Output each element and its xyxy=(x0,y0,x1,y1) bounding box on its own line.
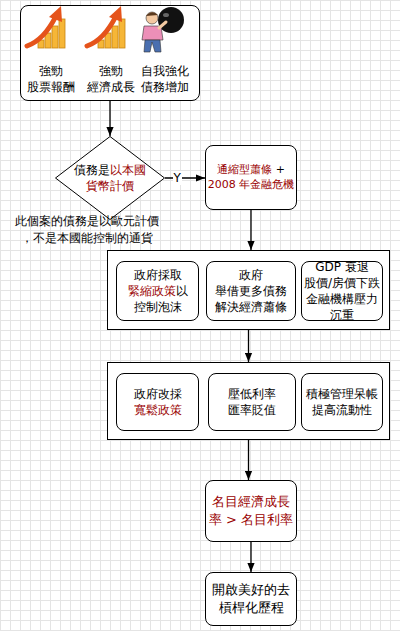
text-segment: 名目經濟成長 率 > 名目利率 xyxy=(209,494,293,527)
process-box: 政府採取 緊縮政策以 控制泡沫 xyxy=(116,261,199,321)
person-legs xyxy=(144,40,161,52)
node-text: 政府改採 寬鬆政策 xyxy=(119,386,197,418)
arrow-connector xyxy=(250,542,251,572)
arrow-connector xyxy=(248,330,249,362)
text-segment: 通縮型蕭條 xyxy=(217,163,272,176)
arrow-connector xyxy=(250,210,251,250)
person-hair xyxy=(146,12,158,16)
chart-bar xyxy=(38,40,44,48)
node-text: 自我強化 債務增加 xyxy=(134,63,196,95)
text-segment: 債務是 xyxy=(74,163,110,177)
chart-bar xyxy=(98,40,104,48)
text-segment: 政府 舉借更多債務 解決經濟蕭條 xyxy=(215,268,287,314)
ball-highlight xyxy=(163,13,169,17)
node-text: 壓低利率 匯率貶值 xyxy=(210,386,294,418)
text-segment: 政府採取 xyxy=(134,268,182,282)
process-box: 通縮型蕭條 + 2008 年金融危機 xyxy=(205,145,297,210)
chart-bar xyxy=(59,19,65,48)
note-text: 此個案的債務是以歐元計價 ，不是本國能控制的通貨 xyxy=(13,213,161,247)
process-box: 開啟美好的去 槓桿化歷程 xyxy=(205,572,297,626)
text-segment: 2008 年金融危機 xyxy=(208,178,295,191)
node-text: 積極管理呆帳 提高流動性 xyxy=(302,386,382,418)
chart-bar xyxy=(52,26,58,48)
node-text: 政府採取 緊縮政策以 控制泡沫 xyxy=(119,267,197,316)
text-segment: 自我強化 債務增加 xyxy=(141,64,189,94)
process-box: 壓低利率 匯率貶值 xyxy=(208,373,296,431)
trend-arrow-head xyxy=(109,6,122,22)
text-segment: 政府改採 xyxy=(134,387,182,401)
diamond-outline xyxy=(55,136,165,220)
group-box: 政府採取 緊縮政策以 控制泡沫政府 舉借更多債務 解決經濟蕭條 GDP 衰退 股價… xyxy=(107,250,390,330)
text-segment: GDP 衰退 股價/房價下跌 金融機構壓力 沉重 xyxy=(304,260,380,323)
process-box: 政府改採 寬鬆政策 xyxy=(116,373,199,431)
process-box: GDP 衰退 股價/房價下跌 金融機構壓力 沉重 xyxy=(301,261,383,321)
group-box: 政府改採 寬鬆政策 壓低利率 匯率貶值積極管理呆帳 提高流動性 xyxy=(107,362,390,440)
text-segment: 緊縮政策 xyxy=(128,284,176,298)
person-shirt xyxy=(142,26,163,40)
node-text: 債務是以本國 貨幣計價 xyxy=(70,162,150,194)
arrow-connector xyxy=(165,177,205,178)
chart-bar xyxy=(119,19,125,48)
node-text: GDP 衰退 股價/房價下跌 金融機構壓力 沉重 xyxy=(302,259,382,324)
arrow-connector xyxy=(109,101,110,136)
text-segment: 積極管理呆帳 提高流動性 xyxy=(306,387,378,417)
rising-chart-icon xyxy=(27,6,65,48)
trend-arrow-head xyxy=(49,6,62,22)
person-arm xyxy=(159,22,166,28)
arrow-connector xyxy=(248,440,249,480)
node-text: 強勁 經濟成長 xyxy=(83,63,139,95)
decision-diamond: 債務是以本國 貨幣計價 xyxy=(55,136,165,220)
node-text: 通縮型蕭條 + 2008 年金融危機 xyxy=(206,163,296,193)
process-box: 名目經濟成長 率 > 名目利率 xyxy=(205,480,297,542)
text-segment: 壓低利率 匯率貶值 xyxy=(228,387,276,417)
node-text: 強勁 股票報酬 xyxy=(23,63,79,95)
rising-chart-icon xyxy=(87,6,125,48)
node-text: 名目經濟成長 率 > 名目利率 xyxy=(207,493,295,528)
text-segment: 強勁 股票報酬 xyxy=(27,64,75,94)
process-box: 積極管理呆帳 提高流動性 xyxy=(301,373,383,431)
text-segment: 開啟美好的去 槓桿化歷程 xyxy=(212,582,290,615)
text-segment: 強勁 經濟成長 xyxy=(87,64,135,94)
node-text: 開啟美好的去 槓桿化歷程 xyxy=(207,581,295,616)
person-head xyxy=(146,12,158,24)
chart-bar xyxy=(105,33,111,48)
chart-bar xyxy=(45,33,51,48)
trend-arrow xyxy=(27,16,56,46)
process-box: 政府 舉借更多債務 解決經濟蕭條 xyxy=(206,261,296,321)
trend-arrow xyxy=(87,16,116,46)
chart-bar xyxy=(112,26,118,48)
debt-ball xyxy=(158,7,184,33)
process-box: 強勁 股票報酬強勁 經濟成長自我強化 債務增加 xyxy=(20,5,200,101)
debt-burden-icon xyxy=(142,7,184,52)
node-text: 政府 舉借更多債務 解決經濟蕭條 xyxy=(208,267,294,316)
text-segment: 寬鬆政策 xyxy=(134,403,182,417)
diamond-shape xyxy=(56,137,165,220)
text-segment: + xyxy=(272,163,285,176)
edge-label: Y xyxy=(173,171,182,185)
